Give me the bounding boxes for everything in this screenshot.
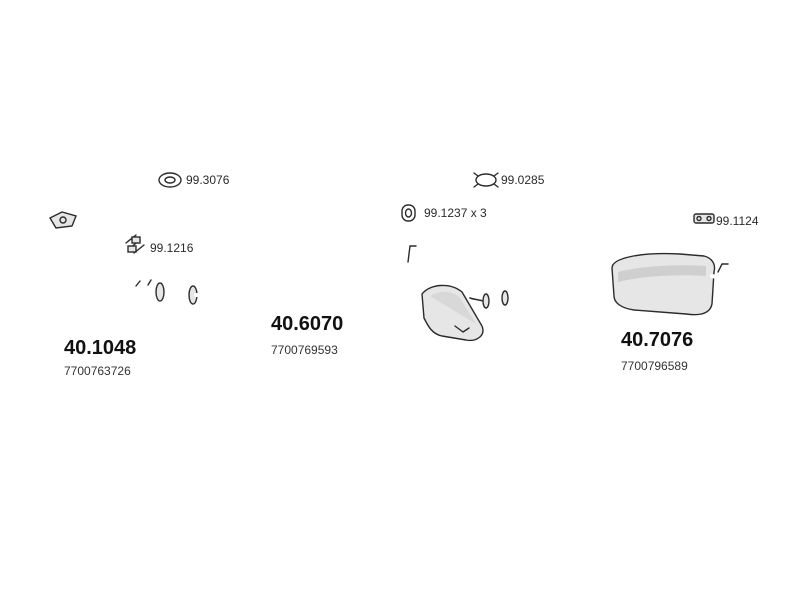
- oem-number-7700763726: 7700763726: [64, 364, 131, 378]
- part-number-40-6070: 40.6070: [271, 313, 344, 335]
- clamp-ring-icon: [473, 172, 499, 188]
- accessory-code-99-1124: 99.1124: [716, 214, 759, 228]
- bolt-kit-icon: [125, 234, 145, 254]
- accessory-code-99-3076: 99.3076: [186, 173, 230, 187]
- front-pipe-drawing: [49, 211, 165, 302]
- accessory-code-99-1216: 99.1216: [150, 241, 194, 255]
- rubber-mount-icon: [401, 204, 416, 222]
- gasket-ring-icon: [158, 172, 182, 188]
- part-number-40-1048: 40.1048: [64, 337, 137, 359]
- oem-number-7700796589: 7700796589: [621, 359, 688, 373]
- middle-silencer-drawing: [188, 245, 490, 342]
- accessory-code-99-0285: 99.0285: [501, 173, 545, 187]
- part-number-40-7076: 40.7076: [621, 329, 694, 351]
- rear-silencer-drawing: [501, 252, 742, 316]
- oem-number-7700769593: 7700769593: [271, 343, 338, 357]
- accessory-code-99-1237: 99.1237 x 3: [424, 206, 487, 220]
- hanger-bracket-icon: [693, 213, 715, 224]
